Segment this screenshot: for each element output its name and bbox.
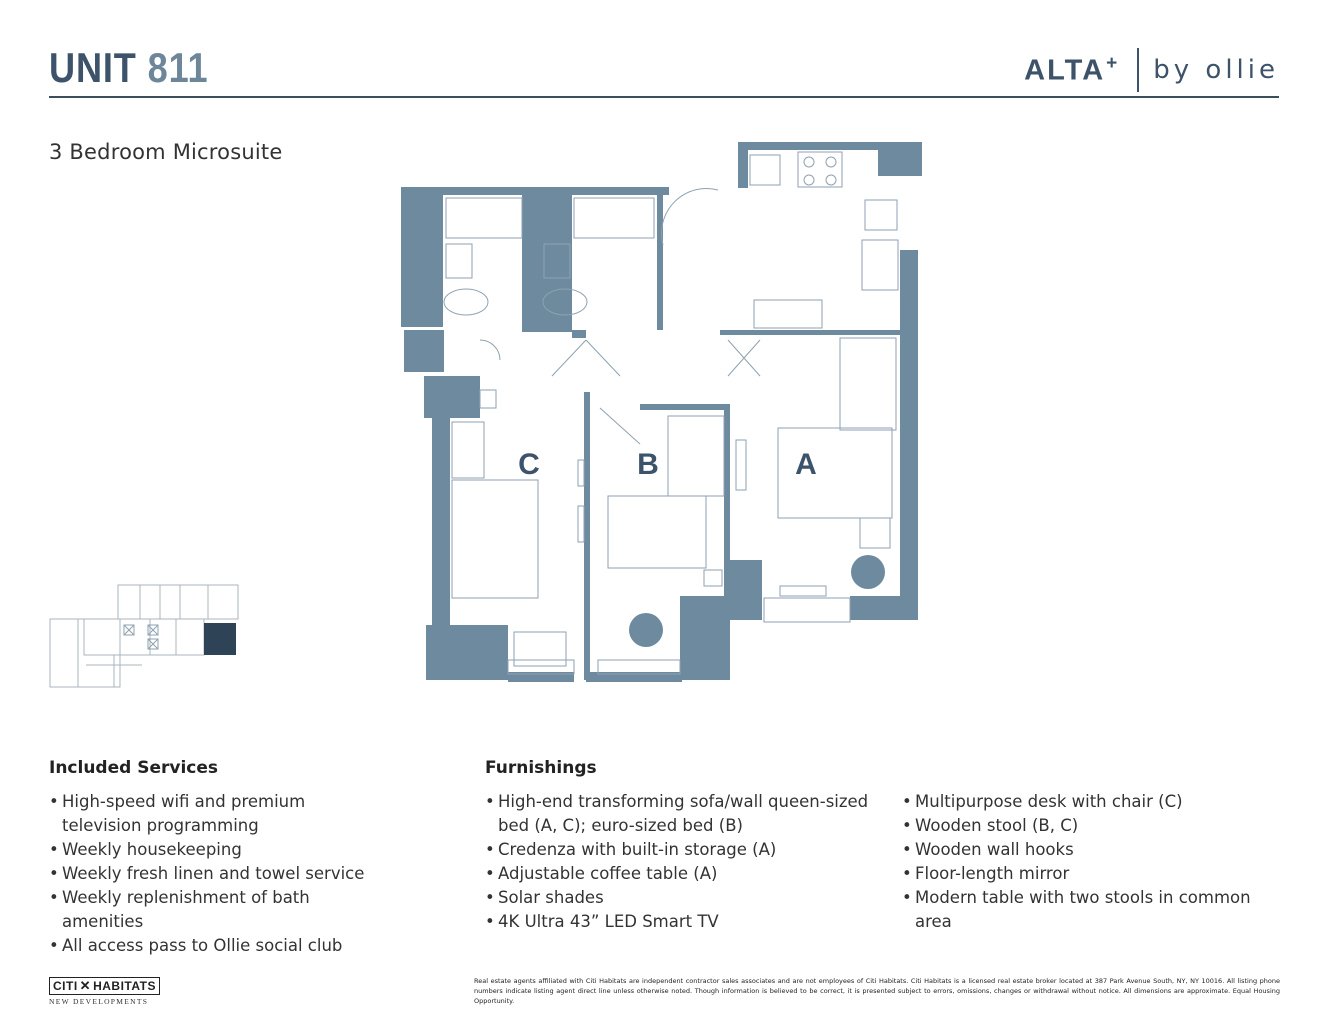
furnishings-list-1: High-end transforming sofa/wall queen-si… xyxy=(485,790,893,934)
list-item: Modern table with two stools in common a… xyxy=(902,886,1282,934)
logo-right-text: HABITATS xyxy=(93,979,156,993)
list-item: Weekly replenishment of bath amenities xyxy=(49,886,379,934)
key-plan xyxy=(49,584,239,688)
brand-sub: by ollie xyxy=(1153,55,1279,85)
logo-x-icon: ✕ xyxy=(79,978,92,993)
furnishings-title: Furnishings xyxy=(485,758,597,778)
room-label-c: C xyxy=(518,448,540,481)
list-item: Weekly fresh linen and towel service xyxy=(49,862,379,886)
list-item: Solar shades xyxy=(485,886,893,910)
floor-plan: C B A xyxy=(401,142,922,682)
header-divider xyxy=(49,96,1279,98)
logo-subtitle: NEW DEVELOPMENTS xyxy=(49,997,149,1006)
services-list: High-speed wifi and premium television p… xyxy=(49,790,379,958)
unit-label: UNIT xyxy=(49,44,137,91)
disclaimer: Real estate agents affiliated with Citi … xyxy=(474,977,1280,1005)
list-item: Adjustable coffee table (A) xyxy=(485,862,893,886)
list-item: Wooden stool (B, C) xyxy=(902,814,1282,838)
furnishings-list-2: Multipurpose desk with chair (C) Wooden … xyxy=(902,790,1282,934)
list-item: Wooden wall hooks xyxy=(902,838,1282,862)
list-item: Multipurpose desk with chair (C) xyxy=(902,790,1282,814)
room-label-b: B xyxy=(637,448,659,481)
list-item: Credenza with built-in storage (A) xyxy=(485,838,893,862)
brand-divider xyxy=(1137,48,1140,92)
list-item: All access pass to Ollie social club xyxy=(49,934,379,958)
logo-left-text: CITI xyxy=(53,979,78,993)
page-subtitle: 3 Bedroom Microsuite xyxy=(49,140,283,164)
list-item: Floor-length mirror xyxy=(902,862,1282,886)
list-item: Weekly housekeeping xyxy=(49,838,379,862)
services-title: Included Services xyxy=(49,758,219,778)
list-item: High-end transforming sofa/wall queen-si… xyxy=(485,790,893,838)
unit-title: UNIT 811 xyxy=(49,44,208,92)
brand-name: ALTA+ xyxy=(1024,52,1120,87)
list-item: High-speed wifi and premium television p… xyxy=(49,790,379,838)
brand-logo: ALTA+ by ollie xyxy=(1024,48,1279,92)
citi-habitats-logo: CITI ✕ HABITATS NEW DEVELOPMENTS xyxy=(49,975,160,1006)
unit-number: 811 xyxy=(147,44,209,91)
room-label-a: A xyxy=(795,448,817,481)
list-item: 4K Ultra 43” LED Smart TV xyxy=(485,910,893,934)
keyplan-highlight xyxy=(204,623,236,655)
